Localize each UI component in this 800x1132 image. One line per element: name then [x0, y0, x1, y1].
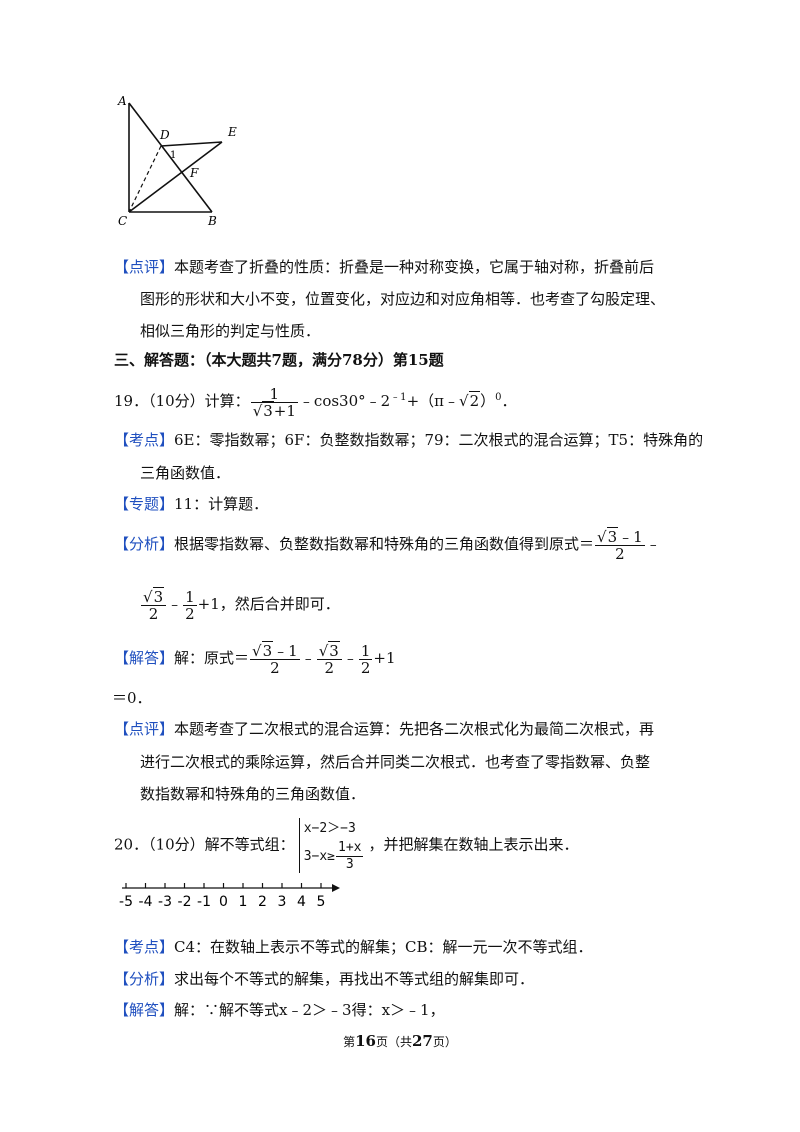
segment-DC-dashed — [128, 145, 162, 213]
number-line-label: -3 — [158, 894, 172, 910]
page-number: 16 — [355, 1032, 376, 1050]
comment19-line1: 【点评】本题考查了二次根式的混合运算：先把各二次根式化为最简二次根式，再 — [114, 720, 655, 738]
section-title: 三、解答题：（本大题共7题，满分78分）第15题 — [114, 351, 444, 369]
label-A: A — [117, 94, 127, 108]
kaodian20: 【考点】C4：在数轴上表示不等式的解集；CB：解一元一次不等式组． — [114, 938, 593, 956]
segment-EC — [128, 141, 223, 213]
comment1-line1: 【点评】本题考查了折叠的性质：折叠是一种对称变换，它属于轴对称，折叠前后 — [114, 258, 655, 276]
jieda20: 【解答】解：∵解不等式x﹣2＞﹣3得：x＞﹣1， — [114, 1001, 445, 1019]
number-line-label: 0 — [219, 894, 228, 910]
q19-fraction: 1√3+1 — [250, 384, 298, 420]
kaodian19-line2: 三角函数值． — [140, 464, 231, 482]
label-C: C — [118, 214, 127, 228]
jieda19-result: ＝0． — [112, 689, 152, 707]
zhuanti19: 【专题】11：计算题． — [114, 495, 269, 513]
number-line-arrow — [332, 884, 340, 892]
label-1: 1 — [170, 150, 176, 161]
label-D: D — [159, 128, 170, 142]
fenxi20: 【分析】求出每个不等式的解集，再找出不等式组的解集即可． — [114, 970, 535, 988]
number-line-label: 3 — [278, 894, 287, 910]
label-E: E — [227, 125, 237, 139]
number-line-label: -5 — [119, 894, 133, 910]
segment-AB — [128, 102, 213, 213]
number-line-label: -1 — [197, 894, 211, 910]
number-line-label: 2 — [258, 894, 267, 910]
comment19-line2: 进行二次根式的乘除运算，然后合并同类二次根式．也考查了零指数幂、负整 — [140, 753, 651, 771]
number-line-label: 5 — [317, 894, 326, 910]
label-F: F — [189, 166, 199, 180]
number-line-label: 1 — [239, 894, 248, 910]
comment-tag: 【点评】 — [114, 258, 175, 276]
comment1-line3: 相似三角形的判定与性质． — [140, 322, 321, 340]
geometry-figure: A D E 1 F C B — [117, 94, 237, 228]
number-line-label: -2 — [178, 894, 192, 910]
question-19: 19．（10分）计算：1√3+1﹣cos30°﹣2﹣1+（π﹣√2）0． — [114, 384, 517, 420]
number-line-label: 4 — [297, 894, 306, 910]
kaodian19-line1: 【考点】6E：零指数幂；6F：负整数指数幂；79：二次根式的混合运算；T5：特殊… — [114, 431, 704, 449]
comment19-line3: 数指数幂和特殊角的三角函数值． — [140, 785, 366, 803]
page-footer: 第16页（共27页） — [343, 1032, 457, 1050]
comment1-line2: 图形的形状和大小不变，位置变化，对应边和对应角相等．也考查了勾股定理、 — [140, 290, 666, 308]
total-pages: 27 — [412, 1032, 433, 1050]
number-line-label: -4 — [139, 894, 153, 910]
segment-DE — [160, 141, 223, 147]
label-B: B — [207, 214, 217, 228]
